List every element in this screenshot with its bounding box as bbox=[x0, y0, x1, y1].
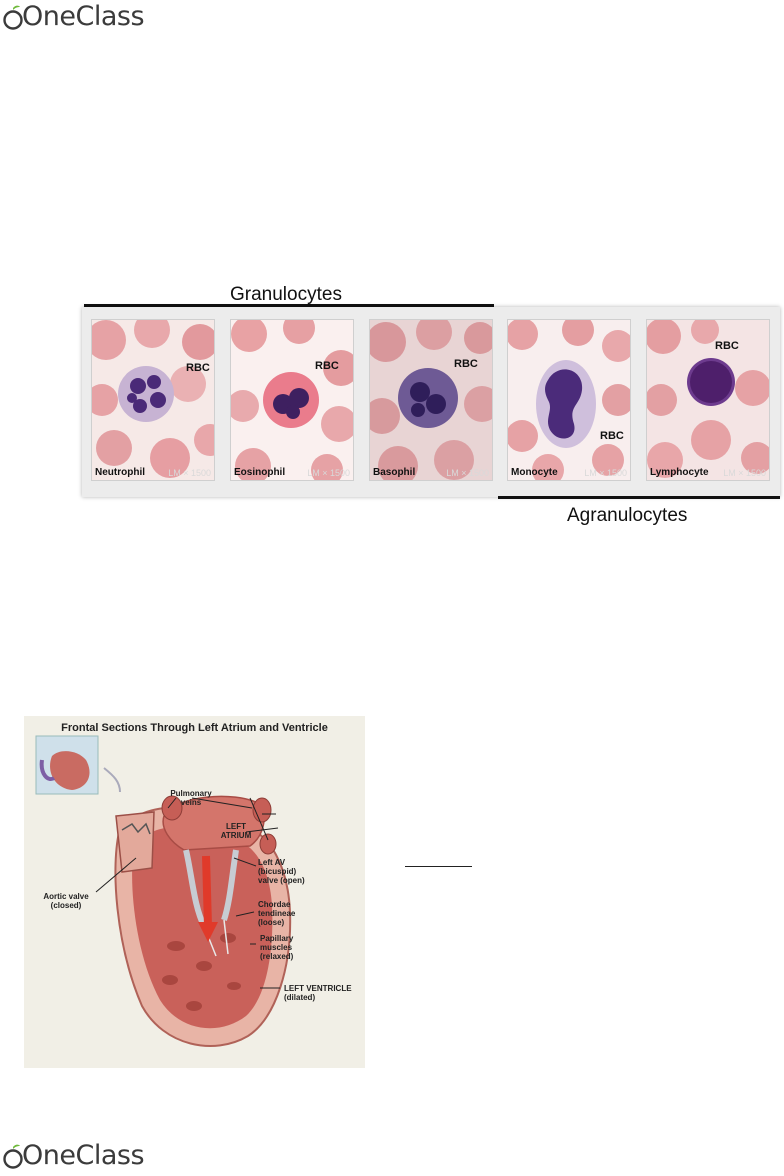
heart-figure: Frontal Sections Through Left Atrium and… bbox=[24, 716, 365, 1068]
logo-text: OneClass bbox=[22, 1, 145, 32]
agranulocytes-bar bbox=[498, 496, 780, 499]
magnification-label: LM × 1500 bbox=[584, 468, 627, 478]
granulocytes-label: Granulocytes bbox=[230, 284, 342, 305]
granulocytes-bar bbox=[84, 304, 494, 307]
rbc-label: RBC bbox=[186, 362, 210, 374]
cell-name: Eosinophil bbox=[234, 467, 286, 478]
left-atrium-label: LEFT ATRIUM bbox=[220, 822, 252, 840]
cell-panel-strip: RBC Neutrophil LM × 1500 RBC Eosinophil … bbox=[82, 307, 780, 497]
chordae-label: Chordae tendineae (loose) bbox=[258, 900, 296, 927]
acorn-icon bbox=[2, 1143, 24, 1169]
heart-title: Frontal Sections Through Left Atrium and… bbox=[61, 722, 328, 734]
neutrophil-image bbox=[92, 320, 214, 478]
cell-name: Basophil bbox=[373, 467, 416, 478]
magnification-label: LM × 1500 bbox=[723, 468, 766, 478]
cell-name: Neutrophil bbox=[95, 467, 145, 478]
eosinophil-image bbox=[231, 320, 353, 480]
magnification-label: LM × 1500 bbox=[446, 468, 489, 478]
lymphocyte-panel: RBC Lymphocyte LM × 1500 bbox=[646, 319, 770, 481]
rbc-label: RBC bbox=[315, 360, 339, 372]
left-ventricle-label: LEFT VENTRICLE (dilated) bbox=[284, 984, 352, 1002]
magnification-label: LM × 1500 bbox=[168, 468, 211, 478]
papillary-label: Papillary muscles (relaxed) bbox=[260, 934, 294, 961]
fill-in-line bbox=[405, 866, 472, 867]
heart-illustration bbox=[35, 735, 292, 1047]
cell-name: Lymphocyte bbox=[650, 467, 709, 478]
basophil-panel: RBC Basophil LM × 1500 bbox=[369, 319, 493, 481]
aortic-valve-label: Aortic valve (closed) bbox=[43, 892, 89, 910]
monocyte-image bbox=[508, 320, 630, 480]
left-av-valve-label: Left AV (bicuspid) valve (open) bbox=[258, 858, 305, 885]
lymphocyte-image bbox=[647, 320, 769, 478]
pulmonary-veins-label: Pulmonary veins bbox=[170, 789, 212, 807]
basophil-image bbox=[370, 320, 492, 480]
cell-name: Monocyte bbox=[511, 467, 558, 478]
eosinophil-panel: RBC Eosinophil LM × 1500 bbox=[230, 319, 354, 481]
oneclass-logo: OneClass bbox=[2, 1, 145, 32]
neutrophil-panel: RBC Neutrophil LM × 1500 bbox=[91, 319, 215, 481]
magnification-label: LM × 1500 bbox=[307, 468, 350, 478]
wbc-figure: Granulocytes RBC Neutrophil LM × 1500 bbox=[0, 0, 784, 540]
logo-text: OneClass bbox=[22, 1140, 145, 1171]
rbc-label: RBC bbox=[715, 340, 739, 352]
rbc-label: RBC bbox=[454, 358, 478, 370]
rbc-label: RBC bbox=[600, 430, 624, 442]
agranulocytes-label: Agranulocytes bbox=[567, 505, 688, 526]
monocyte-panel: RBC Monocyte LM × 1500 bbox=[507, 319, 631, 481]
oneclass-logo-footer: OneClass bbox=[2, 1140, 145, 1171]
acorn-icon bbox=[2, 4, 24, 30]
